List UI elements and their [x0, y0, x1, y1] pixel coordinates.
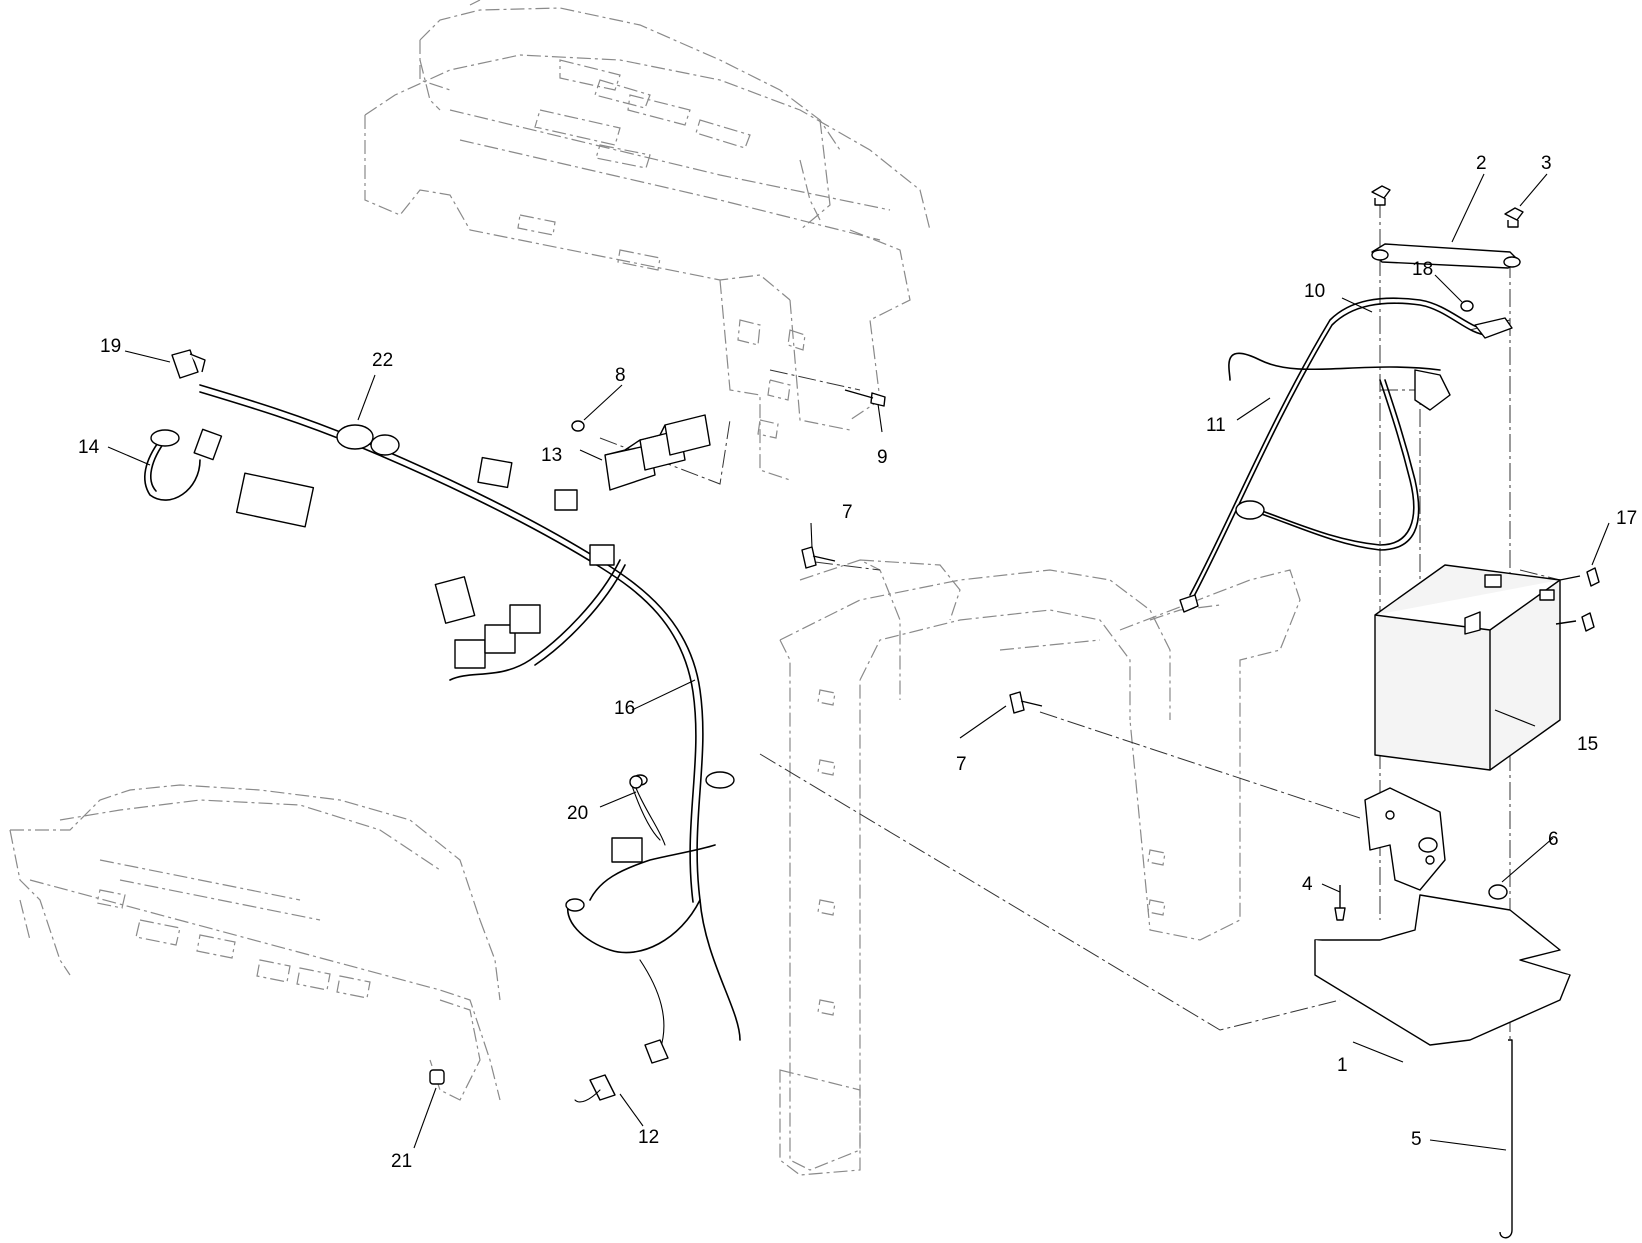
relays[interactable]: [604, 414, 711, 491]
callout-2: 2: [1476, 153, 1487, 174]
flange-nut[interactable]: [1418, 837, 1508, 900]
callout-3: 3: [1541, 153, 1552, 174]
jumper-connector[interactable]: [574, 1039, 669, 1103]
callout-7-lower: 7: [956, 754, 967, 775]
callout-10: 10: [1304, 281, 1325, 302]
callout-leaders: [107, 173, 1610, 1151]
carriage-bolts[interactable]: [801, 546, 1043, 714]
callout-4: 4: [1302, 874, 1313, 895]
hold-down-rod[interactable]: [1499, 1039, 1513, 1239]
callout-14: 14: [78, 437, 100, 458]
screw[interactable]: [1334, 885, 1346, 921]
callout-21: 21: [391, 1151, 412, 1172]
callout-6: 6: [1548, 829, 1559, 850]
lower-console-frame: [9, 784, 501, 1101]
battery-cables[interactable]: [1179, 297, 1513, 613]
battery-hold-down[interactable]: [1371, 243, 1521, 269]
callout-7-upper: 7: [842, 502, 853, 523]
callout-11: 11: [1206, 415, 1226, 436]
callout-5: 5: [1411, 1129, 1422, 1150]
harness-clamp[interactable]: [336, 424, 400, 456]
callout-15: 15: [1577, 734, 1598, 755]
battery-tray[interactable]: [1314, 787, 1571, 1046]
callout-16: 16: [614, 698, 635, 719]
sensor-lead[interactable]: [144, 428, 223, 501]
callout-12: 12: [638, 1127, 659, 1148]
callout-20: 20: [567, 803, 588, 824]
callout-labels: 1 2 3 4 5 6 7 7 8 9 10 11 12 13 14 15 16…: [78, 153, 1637, 1172]
callout-1: 1: [1337, 1055, 1348, 1076]
center-frame-rops: [779, 559, 1301, 1176]
callout-8: 8: [615, 365, 626, 386]
callout-22: 22: [372, 350, 393, 371]
terminal-nut[interactable]: [1460, 300, 1474, 312]
callout-9: 9: [877, 447, 888, 468]
nut[interactable]: [571, 420, 585, 432]
battery-bolts[interactable]: [1555, 567, 1600, 632]
battery[interactable]: [1374, 564, 1561, 771]
callout-17: 17: [1616, 508, 1637, 529]
callout-19: 19: [100, 336, 121, 357]
bushing[interactable]: [429, 1069, 445, 1085]
key-switch[interactable]: [171, 349, 206, 379]
main-wire-harness[interactable]: [199, 384, 741, 1051]
wing-nuts[interactable]: [1371, 185, 1524, 228]
ground-lead[interactable]: [629, 775, 666, 846]
callout-13: 13: [541, 445, 562, 466]
bolt[interactable]: [844, 389, 886, 407]
upper-console-frame: [364, 0, 931, 481]
callout-18: 18: [1412, 259, 1433, 280]
